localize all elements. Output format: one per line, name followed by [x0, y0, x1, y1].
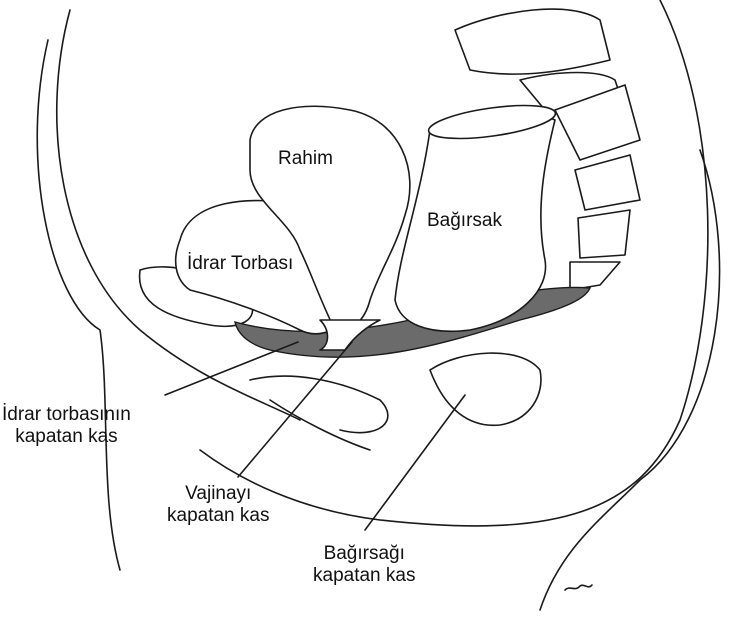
label-uterus: Rahim: [278, 148, 333, 169]
label-line: Vajinayı: [185, 483, 252, 504]
label-line: kapatan kas: [167, 505, 270, 526]
label-bowel: Bağırsak: [427, 210, 502, 231]
leader-vagina-muscle: [237, 341, 353, 478]
leader-bladder-muscle: [164, 341, 299, 396]
artist-signature: [564, 584, 593, 591]
label-line: İdrar torbasının: [2, 404, 131, 425]
bowel-opening: [427, 104, 557, 140]
label-line: kapatan kas: [15, 426, 118, 447]
sacrum: [454, 8, 641, 291]
label-line: kapatan kas: [313, 565, 416, 586]
abdominal-wall: [55, 9, 301, 421]
buttock-contour: [539, 149, 721, 611]
abdominal-wall-inner: [36, 39, 121, 571]
uterus: [249, 105, 411, 332]
label-bladder-muscle: İdrar torbasının kapatan kas: [2, 404, 131, 448]
label-bladder: İdrar Torbası: [187, 253, 294, 274]
anal-canal: [429, 352, 542, 427]
label-vagina-muscle: Vajinayı kapatan kas: [167, 483, 269, 527]
label-line: Bağırsağı: [323, 543, 405, 564]
label-bowel-muscle: Bağırsağı kapatan kas: [313, 543, 415, 587]
leader-bowel-muscle: [364, 394, 466, 531]
perineum-lines: [249, 375, 389, 451]
back-contour: [199, 0, 709, 527]
